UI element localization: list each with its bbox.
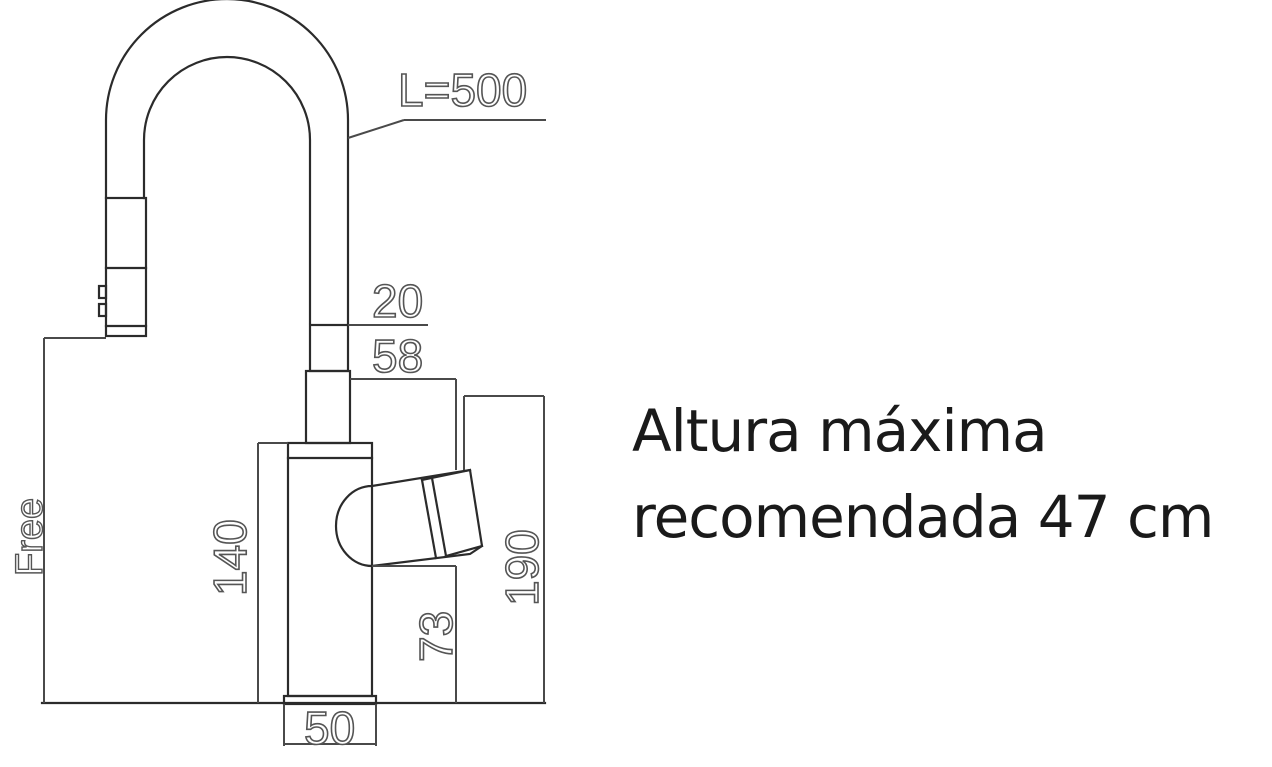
body-height-label: 140 <box>204 519 256 596</box>
faucet-handle <box>334 468 484 568</box>
total-height-label: 190 <box>496 529 548 606</box>
note-line-1: Altura máxima <box>632 397 1048 465</box>
total-height-dimension <box>463 395 545 703</box>
gooseneck-inner <box>142 55 312 325</box>
base-width-dimension <box>283 704 377 746</box>
max-height-note: Altura máxima recomendada 47 cm <box>632 388 1272 560</box>
spout-offset-label: 58 <box>372 330 423 382</box>
body-height-dimension <box>257 442 288 703</box>
hose-length-leader <box>347 119 546 139</box>
base-width-label: 50 <box>304 702 355 754</box>
free-label: Free <box>9 498 51 576</box>
free-dimension <box>43 337 106 703</box>
spout-neck <box>304 323 352 445</box>
handle-height-dimension <box>372 565 457 703</box>
note-line-2: recomendada 47 cm <box>632 483 1214 551</box>
gooseneck-outer <box>104 0 350 325</box>
spout-diameter-label: 20 <box>372 275 423 327</box>
faucet-body <box>282 441 378 706</box>
spray-head <box>97 196 148 338</box>
spout-offset-dimension <box>350 378 457 470</box>
handle-height-label: 73 <box>410 611 462 662</box>
hose-length-label: L=500 <box>398 64 527 116</box>
